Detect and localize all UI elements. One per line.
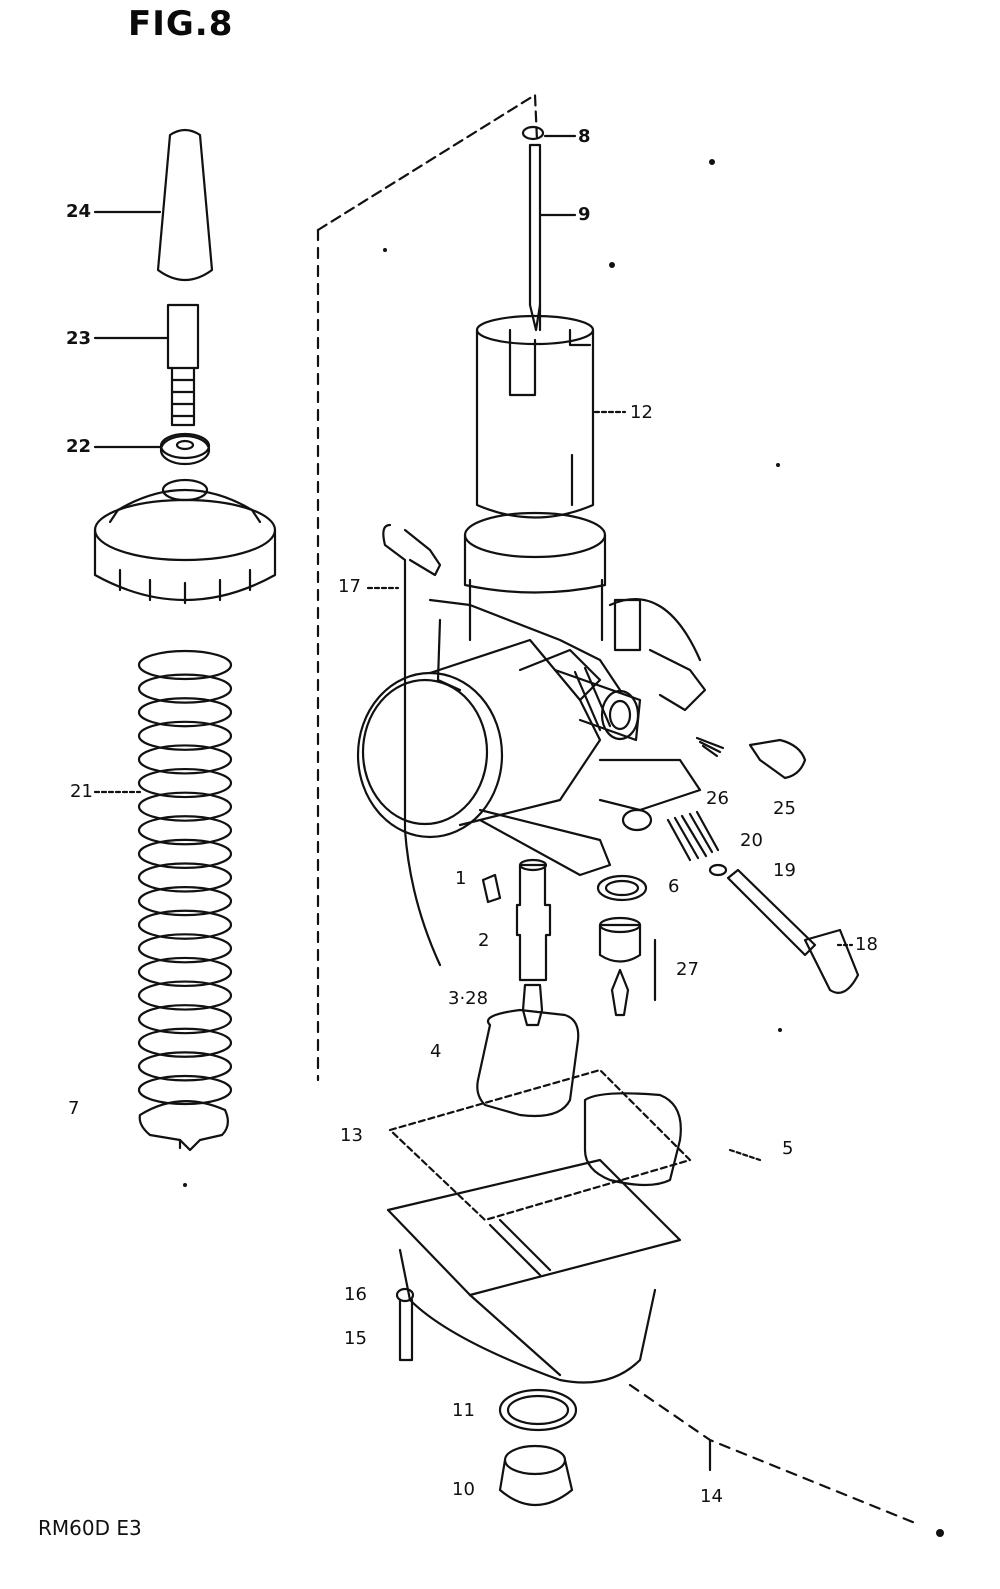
gasket-part	[138, 1100, 229, 1152]
spring-coil	[137, 1074, 233, 1106]
label-19: 19	[773, 860, 796, 881]
spring-coil	[137, 1004, 233, 1035]
float-valve-part	[598, 916, 642, 1017]
throttle-valve-part	[475, 303, 595, 519]
spring-coil	[137, 933, 233, 964]
label-4: 4	[430, 1041, 442, 1062]
spring-coil	[137, 838, 233, 869]
label-1: 1	[455, 868, 467, 889]
spring-coil	[137, 1027, 233, 1058]
spring-coil	[137, 673, 233, 704]
washer-part	[596, 874, 648, 902]
spring-coil	[137, 909, 233, 940]
chamber-screw-part	[395, 1287, 415, 1362]
plug-gasket-part	[506, 1394, 570, 1426]
o-ring-part	[708, 863, 728, 877]
spring-coil	[137, 697, 233, 728]
label-25: 25	[773, 798, 796, 819]
drain-plug-part	[498, 1444, 574, 1507]
float-part	[476, 1008, 580, 1118]
float-chamber-part	[386, 1158, 682, 1384]
spring-coil	[137, 815, 233, 846]
plug-gasket-part	[498, 1388, 578, 1432]
mixing-chamber-top-part	[93, 478, 277, 605]
label-22: 22	[66, 436, 92, 457]
washer-part	[604, 879, 640, 897]
label-9: 9	[578, 204, 591, 225]
rubber-cap-part	[156, 128, 214, 282]
label-8: 8	[578, 126, 591, 147]
label-10: 10	[452, 1479, 475, 1500]
spring-coil	[137, 767, 233, 799]
label-13: 13	[340, 1125, 363, 1146]
scan-speckles	[183, 159, 944, 1537]
spring-coil	[137, 862, 233, 893]
lock-nut-part	[159, 432, 211, 466]
spring-coil	[137, 886, 233, 917]
leader-line	[728, 1148, 762, 1162]
label-14: 14	[700, 1486, 723, 1507]
figure-title: FIG.8	[128, 4, 234, 44]
spring-coil	[137, 956, 233, 988]
label-12: 12	[630, 402, 653, 423]
model-caption: RM60D E3	[38, 1516, 142, 1540]
spring-coil	[137, 744, 233, 775]
label-7: 7	[68, 1098, 80, 1119]
spring-coil	[137, 649, 233, 681]
label-6: 6	[668, 876, 680, 897]
air-screw-part	[748, 738, 807, 780]
throttle-stop-spring-part	[666, 810, 720, 862]
spring-coil	[137, 980, 233, 1011]
carburetor-body-part	[356, 511, 707, 877]
label-2: 2	[478, 930, 490, 951]
assembly-boundary-line	[628, 1383, 922, 1527]
label-11: 11	[452, 1400, 475, 1421]
jet-needle-part	[528, 143, 542, 332]
cable-adjuster-part	[166, 303, 200, 427]
main-jet-part	[521, 983, 544, 1027]
label-26: 26	[706, 788, 729, 809]
label-17: 17	[338, 576, 361, 597]
label-5: 5	[782, 1138, 794, 1159]
throttle-valve-spring-part	[137, 649, 233, 1106]
label-27: 27	[676, 959, 699, 980]
spring-coil	[137, 720, 233, 751]
label-24: 24	[66, 201, 92, 222]
needle-clip-part	[521, 125, 545, 141]
label-15: 15	[344, 1328, 367, 1349]
label-16: 16	[344, 1284, 367, 1305]
label-18: 18	[855, 934, 878, 955]
float-arm-part	[583, 1092, 682, 1187]
spring-coil	[137, 791, 233, 822]
assembly-boundary-line	[316, 93, 539, 232]
label-23: 23	[66, 328, 92, 349]
air-vent-tube-part	[403, 528, 442, 577]
label-20: 20	[740, 830, 763, 851]
air-vent-tube-part	[382, 523, 442, 967]
label-21: 21	[70, 781, 93, 802]
air-screw-spring-part	[695, 736, 725, 758]
label-3-28: 3·28	[448, 988, 489, 1009]
float-chamber-gasket-part	[388, 1068, 692, 1222]
throttle-stop-screw-part	[726, 868, 860, 994]
pilot-jet-part	[481, 873, 502, 904]
spring-coil	[137, 1051, 233, 1082]
needle-jet-part	[515, 858, 552, 982]
